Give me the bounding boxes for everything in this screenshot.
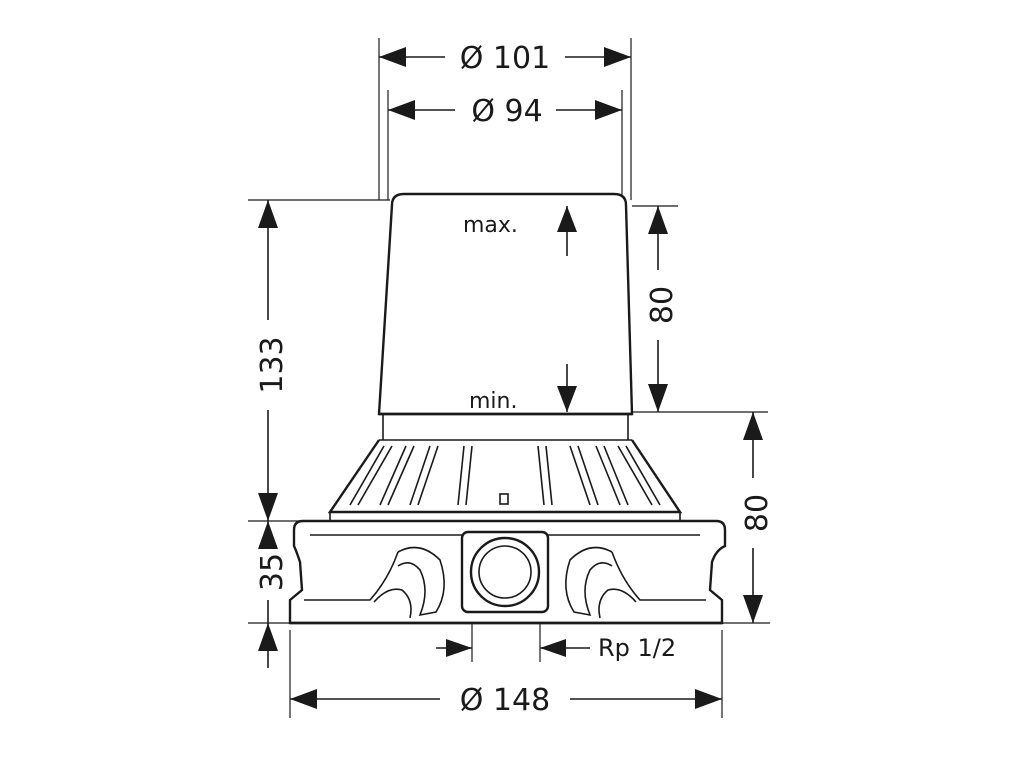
base-diameter-label: Ø 148	[460, 683, 550, 718]
dimension-base-diameter: Ø 148	[289, 630, 723, 718]
dimension-total-height: 133	[248, 199, 390, 522]
min-marker: min.	[469, 364, 577, 414]
cover-cylinder	[377, 192, 634, 441]
valve-base	[288, 519, 727, 625]
max-marker: max.	[463, 206, 577, 256]
dimension-base-height: 35	[248, 521, 300, 668]
dimension-thread: Rp 1/2	[436, 610, 676, 662]
adjust-range-label: 80	[645, 286, 680, 324]
connection-height-label: 80	[740, 494, 775, 532]
dimension-outer-diameter: Ø 101	[378, 38, 632, 200]
dimension-adjust-range: 80	[632, 205, 768, 413]
thread-label: Rp 1/2	[598, 634, 676, 662]
ribbed-cage	[327, 439, 683, 522]
inner-diameter-label: Ø 94	[471, 94, 542, 129]
base-height-label: 35	[255, 553, 290, 591]
dimension-inner-diameter: Ø 94	[387, 90, 623, 200]
total-height-label: 133	[255, 336, 290, 393]
min-label: min.	[469, 389, 517, 414]
max-label: max.	[463, 213, 518, 238]
outer-diameter-label: Ø 101	[460, 41, 550, 76]
